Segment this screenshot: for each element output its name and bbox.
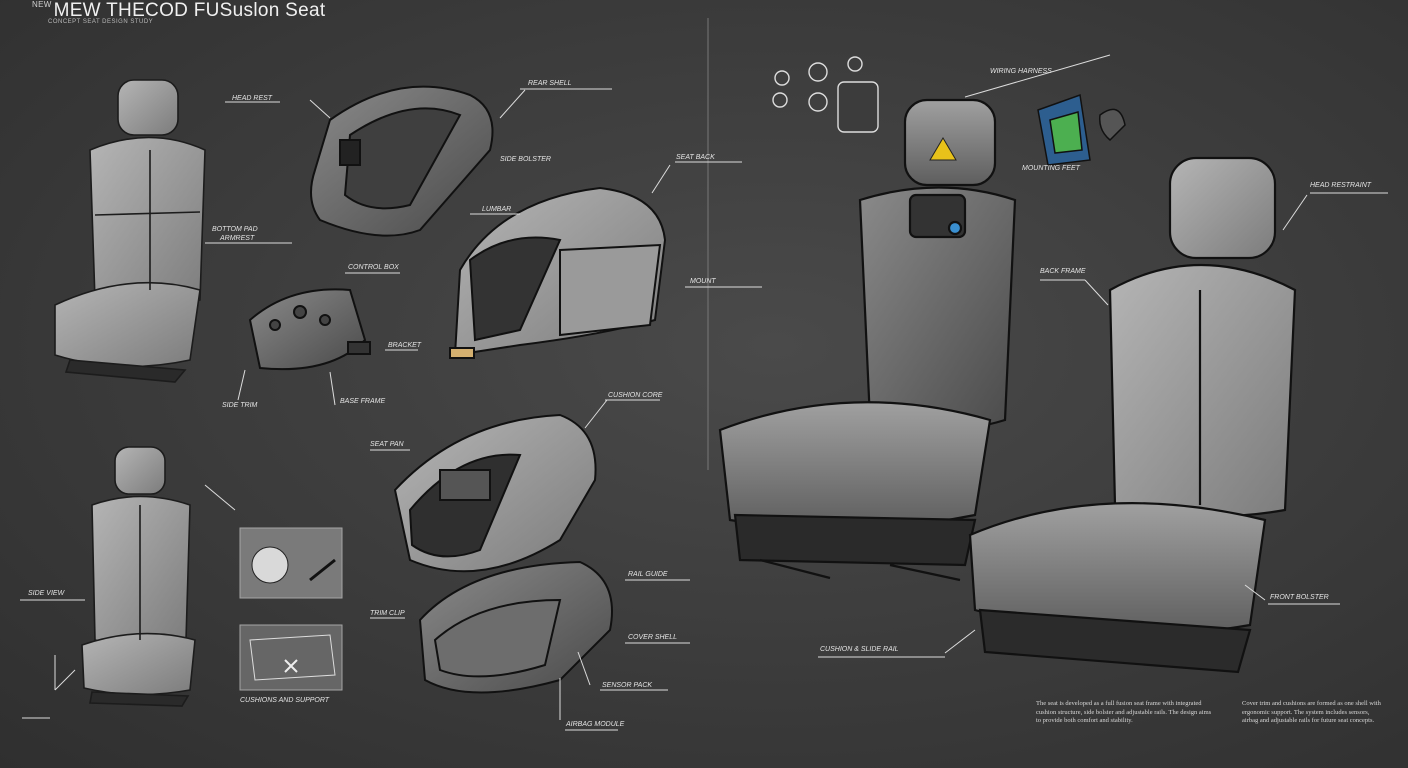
leader-lines	[20, 54, 1388, 731]
part-cover-shell	[393, 413, 597, 573]
part-rear-shell	[310, 85, 494, 237]
label-lumbar: LUMBAR	[482, 206, 512, 213]
label-rail-guide: RAIL GUIDE	[628, 571, 668, 578]
label-side-bolster: SIDE BOLSTER	[500, 156, 551, 163]
part-control-box	[248, 288, 371, 371]
seat-main-center	[718, 98, 1017, 582]
label-rear-shell: REAR SHELL	[528, 80, 572, 87]
label-side-view: SIDE VIEW	[28, 590, 65, 597]
label-cushion-core: CUSHION CORE	[608, 392, 663, 399]
label-base-frame: BASE FRAME	[340, 398, 386, 405]
notes-right: Cover trim and cushions are formed as on…	[1242, 700, 1381, 724]
label-cover-shell: COVER SHELL	[628, 634, 678, 641]
label-sensor-pack: SENSOR PACK	[602, 682, 653, 689]
component-icons	[772, 56, 879, 133]
label-bracket: BRACKET	[388, 342, 422, 349]
label-control-box: CONTROL BOX	[348, 264, 399, 271]
label-mount: MOUNT	[690, 278, 716, 285]
label-head-restraint: HEAD RESTRAINT	[1310, 182, 1372, 189]
label-head-rest: HEAD REST	[232, 95, 273, 102]
part-seat-pan	[418, 560, 613, 694]
label-bottom-pad: BOTTOM PAD	[212, 226, 258, 233]
seat-sketch-2	[81, 446, 196, 707]
detail-panel-1	[239, 527, 343, 599]
label-front-bolster: FRONT BOLSTER	[1270, 594, 1329, 601]
label-side-trim: SIDE TRIM	[222, 402, 258, 409]
title-text: MEW THECOD FUSuslon Seat	[53, 0, 326, 21]
label-cushions-support: CUSHIONS AND SUPPORT	[240, 697, 330, 704]
label-cushion-slide-rail: CUSHION & SLIDE RAIL	[820, 646, 899, 653]
seat-main-right	[968, 156, 1297, 674]
label-mounting-feet: MOUNTING FEET	[1022, 165, 1080, 172]
label-back-frame: BACK FRAME	[1040, 268, 1086, 275]
label-trim-clip: TRIM CLIP	[370, 610, 405, 617]
label-armrest: ARMREST	[220, 235, 255, 242]
label-seat-back: SEAT BACK	[676, 154, 715, 161]
detail-panel-2	[239, 624, 343, 691]
label-seat-pan: SEAT PAN	[370, 441, 404, 448]
part-cushion-module	[449, 186, 667, 359]
page-subtitle: CONCEPT SEAT DESIGN STUDY	[48, 19, 154, 25]
label-wiring-harness: WIRING HARNESS	[990, 68, 1052, 75]
label-airbag-module: AIRBAG MODULE	[566, 721, 625, 728]
seat-sketch-1	[54, 79, 206, 383]
title-prefix: NEW	[32, 0, 52, 9]
sensor-pack	[1037, 93, 1126, 166]
notes-left: The seat is developed as a full fusion s…	[1036, 700, 1212, 724]
